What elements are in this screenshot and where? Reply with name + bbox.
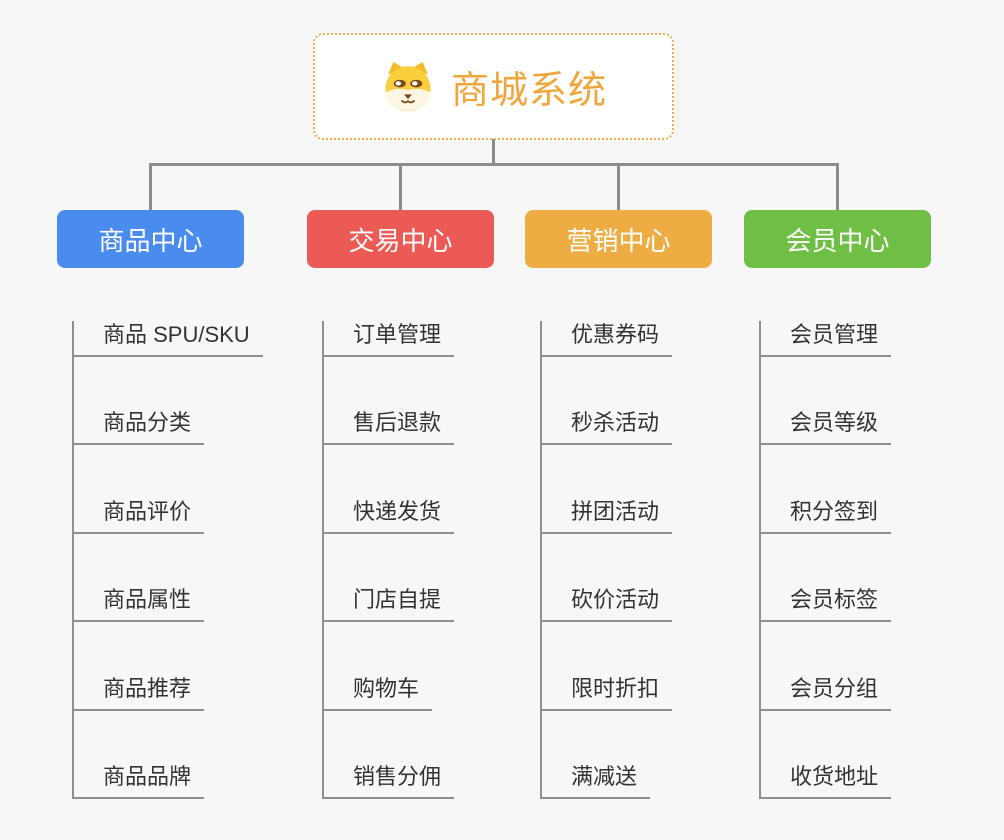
connector-drop-trade — [399, 163, 402, 211]
root-node[interactable]: 商城系统 — [313, 33, 674, 140]
child-item[interactable]: 商品 SPU/SKU — [74, 321, 263, 357]
child-item[interactable]: 秒杀活动 — [542, 409, 673, 445]
branch-marketing-center: 营销中心 优惠券码 秒杀活动 拼团活动 砍价活动 限时折扣 满减送 — [525, 210, 712, 799]
dog-face-icon — [380, 61, 436, 113]
child-item[interactable]: 会员管理 — [761, 321, 892, 357]
child-item[interactable]: 售后退款 — [324, 409, 455, 445]
child-item[interactable]: 限时折扣 — [542, 675, 673, 711]
branch-children-marketing: 优惠券码 秒杀活动 拼团活动 砍价活动 限时折扣 满减送 — [540, 320, 673, 799]
branch-children-trade: 订单管理 售后退款 快递发货 门店自提 购物车 销售分佣 — [322, 320, 455, 799]
child-item[interactable]: 购物车 — [324, 675, 433, 711]
child-item[interactable]: 快递发货 — [324, 498, 455, 534]
child-item[interactable]: 商品属性 — [74, 586, 205, 622]
child-item[interactable]: 优惠券码 — [542, 321, 673, 357]
branch-product-center: 商品中心 商品 SPU/SKU 商品分类 商品评价 商品属性 商品推荐 商品品牌 — [57, 210, 263, 799]
root-title: 商城系统 — [450, 70, 607, 112]
branch-children-member: 会员管理 会员等级 积分签到 会员标签 会员分组 收货地址 — [759, 320, 892, 799]
child-item[interactable]: 商品品牌 — [74, 763, 205, 799]
child-item[interactable]: 会员分组 — [761, 675, 892, 711]
child-item[interactable]: 满减送 — [542, 763, 651, 799]
branch-node-product-center[interactable]: 商品中心 — [57, 210, 244, 268]
branch-children-product: 商品 SPU/SKU 商品分类 商品评价 商品属性 商品推荐 商品品牌 — [72, 320, 263, 799]
child-item[interactable]: 销售分佣 — [324, 763, 455, 799]
child-item[interactable]: 收货地址 — [761, 763, 892, 799]
child-item[interactable]: 商品分类 — [74, 409, 205, 445]
branch-node-marketing-center[interactable]: 营销中心 — [525, 210, 712, 268]
connector-horizontal-bar — [149, 163, 839, 166]
branch-node-trade-center[interactable]: 交易中心 — [307, 210, 494, 268]
child-item[interactable]: 会员标签 — [761, 586, 892, 622]
child-item[interactable]: 会员等级 — [761, 409, 892, 445]
connector-drop-member — [836, 163, 839, 211]
child-item[interactable]: 门店自提 — [324, 586, 455, 622]
child-item[interactable]: 拼团活动 — [542, 498, 673, 534]
child-item[interactable]: 砍价活动 — [542, 586, 673, 622]
branch-trade-center: 交易中心 订单管理 售后退款 快递发货 门店自提 购物车 销售分佣 — [307, 210, 494, 799]
connector-drop-product — [149, 163, 152, 211]
branch-node-member-center[interactable]: 会员中心 — [744, 210, 931, 268]
child-item[interactable]: 订单管理 — [324, 321, 455, 357]
branch-member-center: 会员中心 会员管理 会员等级 积分签到 会员标签 会员分组 收货地址 — [744, 210, 931, 799]
child-item[interactable]: 商品评价 — [74, 498, 205, 534]
child-item[interactable]: 积分签到 — [761, 498, 892, 534]
child-item[interactable]: 商品推荐 — [74, 675, 205, 711]
connector-drop-marketing — [617, 163, 620, 211]
connector-root-stem — [492, 139, 495, 165]
